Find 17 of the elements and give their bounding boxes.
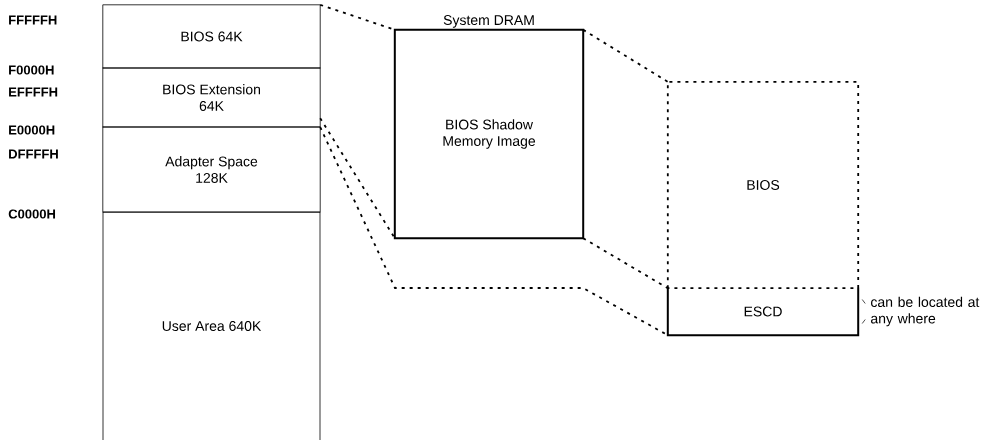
address-label: DFFFFH — [9, 149, 58, 159]
chip-region: BIOS — [666, 80, 860, 290]
address-label: EFFFFH — [9, 87, 58, 97]
dotted-line — [582, 237, 669, 290]
address-label: F0000H — [9, 65, 54, 75]
memory-region: BIOS Extension 64K — [102, 67, 321, 128]
side-note: can be located at any where — [871, 296, 980, 327]
memory-region: Adapter Space 128K — [102, 126, 321, 213]
memory-box: System DRAM BIOS Shadow Memory Image — [393, 15, 585, 240]
node-label: System DRAM — [443, 15, 534, 28]
memory-region: User Area 640K — [102, 211, 321, 441]
address-label: FFFFFH — [9, 15, 57, 25]
chip-region: ESCD — [666, 286, 860, 337]
address-label: E0000H — [9, 125, 55, 135]
memory-region: BIOS 64K — [102, 4, 321, 69]
dotted-line — [582, 28, 669, 83]
address-label: C0000H — [8, 209, 55, 219]
